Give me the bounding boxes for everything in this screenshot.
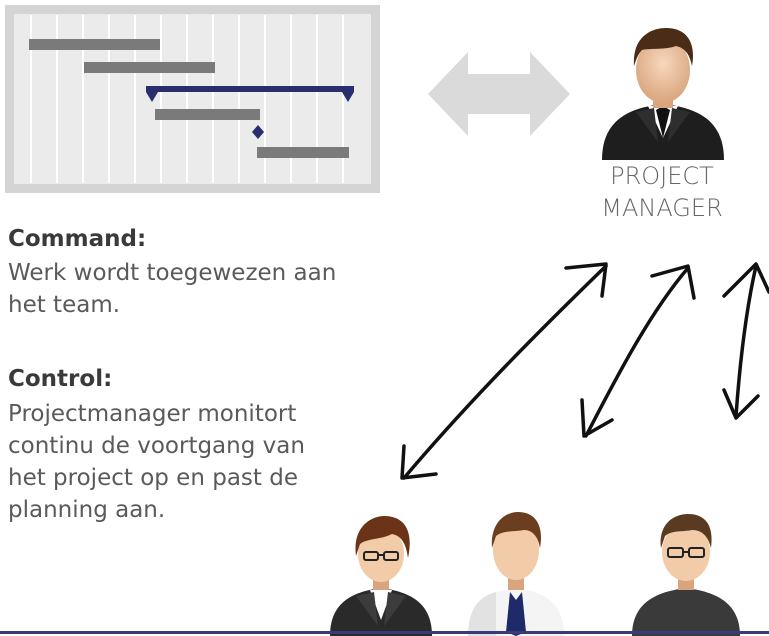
gantt-task-bar: [155, 109, 260, 120]
double-arrow-icon: [722, 262, 769, 420]
double-arrow-icon: [580, 264, 696, 438]
control-line: planning aan.: [8, 497, 166, 523]
gantt-summary-bar: [146, 86, 354, 102]
command-line: Werk wordt toegewezen aan: [8, 260, 337, 286]
man-glasses-avatar-icon: [632, 514, 740, 636]
command-description: Werk wordt toegewezen aan het team.: [8, 257, 336, 321]
gantt-task-bar: [257, 147, 349, 158]
gantt-chart-icon: [5, 5, 380, 193]
control-line: het project op en past de: [8, 465, 298, 491]
double-arrow-icon: [428, 52, 570, 136]
gantt-task-bar: [29, 39, 160, 50]
control-heading: Control:: [8, 366, 113, 392]
control-line: continu de voortgang van: [8, 433, 305, 459]
gantt-task-bar: [84, 62, 215, 73]
project-manager-title: PROJECT MANAGER: [560, 160, 764, 224]
double-arrow-icon: [400, 262, 608, 480]
command-heading: Command:: [8, 226, 147, 252]
man-shirt-tie-avatar-icon: [468, 512, 564, 636]
pm-title-line: PROJECT: [610, 162, 714, 190]
control-line: Projectmanager monitort: [8, 401, 297, 427]
command-line: het team.: [8, 292, 121, 318]
woman-avatar-icon: [330, 516, 432, 636]
gantt-milestone: [252, 125, 264, 139]
businessman-avatar-icon: [602, 28, 724, 160]
pm-title-line: MANAGER: [601, 194, 723, 222]
hand-drawn-double-arrows: [400, 262, 769, 480]
baseline-divider: [0, 631, 769, 634]
control-description: Projectmanager monitort continu de voort…: [8, 398, 305, 526]
